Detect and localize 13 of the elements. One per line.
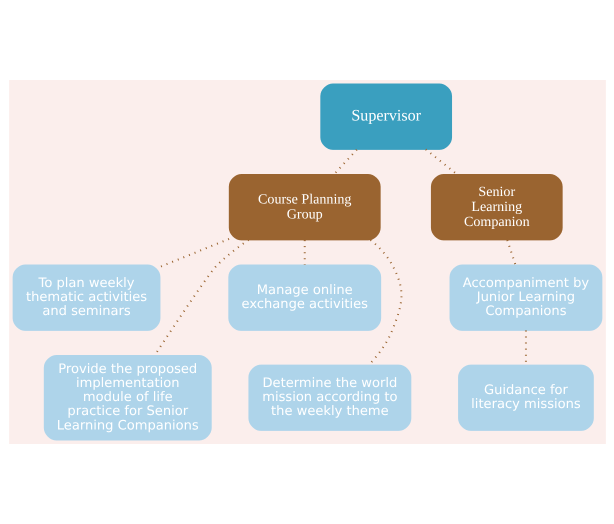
node-box: Determine the world mission according to the weekly theme [248, 364, 411, 431]
node-box: Accompaniment by Junior Learning Companions [449, 264, 602, 331]
connector [159, 238, 229, 268]
connector [506, 240, 516, 266]
node-box: To plan weekly thematic activities and seminars [12, 264, 160, 331]
connector [424, 148, 458, 176]
node-box: Manage online exchange activities [228, 264, 381, 331]
connector [332, 148, 358, 175]
node-box: Course Planning Group [228, 174, 380, 240]
node-box: Guidance for literacy missions [458, 364, 594, 431]
node-box: Senior Learning Companion [430, 174, 562, 240]
node-box: Supervisor [320, 84, 452, 150]
node-box: Provide the proposed implementation module of life practice for Senior Learning Companions [43, 355, 212, 440]
